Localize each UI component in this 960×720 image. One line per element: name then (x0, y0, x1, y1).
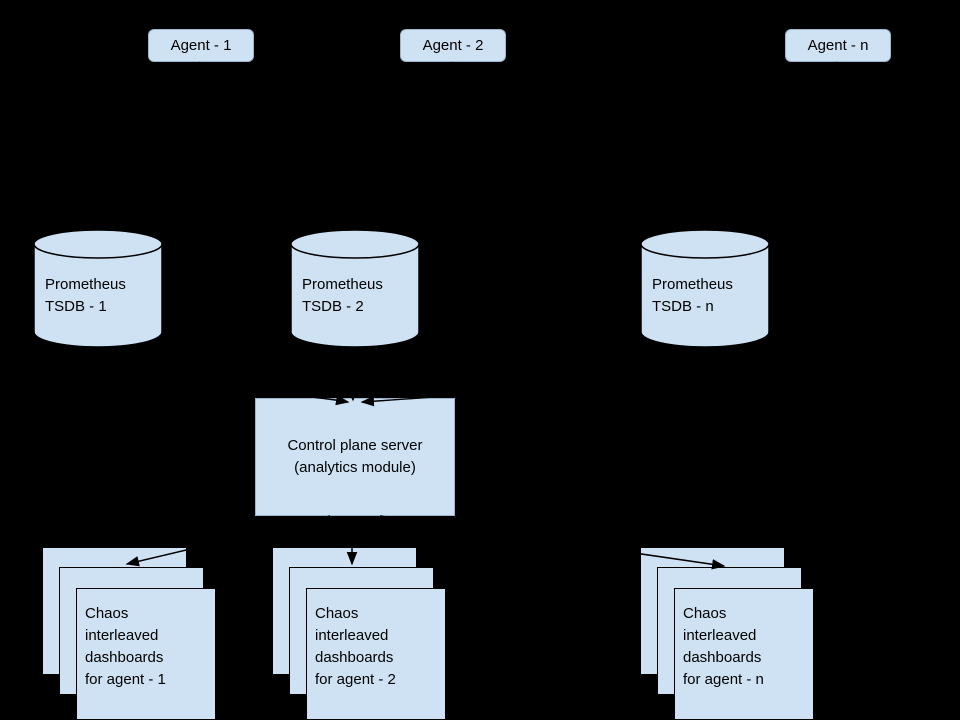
tsdb-1-label-line2: TSDB - 1 (45, 298, 107, 315)
database-cylinder-icon (640, 229, 770, 348)
tsdb-2-label-line2: TSDB - 2 (302, 298, 364, 315)
dashboards-1-line3: dashboards (85, 649, 164, 666)
dashboards-agent-2-stack: Chaos interleaved dashboards for agent -… (272, 547, 462, 720)
dashboard-sheet-front: Chaos interleaved dashboards for agent -… (306, 588, 446, 720)
dashboards-n-line3: dashboards (683, 649, 762, 666)
dashboards-n-line1: Chaos (683, 605, 727, 622)
dashboards-agent-n-stack: Chaos interleaved dashboards for agent -… (640, 547, 830, 720)
dashboard-sheet-front: Chaos interleaved dashboards for agent -… (76, 588, 216, 720)
dashboards-agent-1-stack: Chaos interleaved dashboards for agent -… (42, 547, 232, 720)
tsdb-1-node: Prometheus TSDB - 1 (33, 228, 163, 348)
tsdb-2-label: Prometheus TSDB - 2 (302, 274, 414, 318)
dashboards-2-line4: for agent - 2 (315, 671, 396, 688)
control-plane-label-line1: Control plane server (287, 437, 423, 454)
agent-n-node: Agent - n (785, 29, 891, 62)
tsdb-1-label-line1: Prometheus (45, 276, 126, 293)
tsdb-2-label-line1: Prometheus (302, 276, 383, 293)
control-plane-node: Control plane server (analytics module) (255, 398, 455, 516)
dashboards-n-line2: interleaved (683, 627, 757, 644)
dashboards-2-line1: Chaos (315, 605, 359, 622)
tsdb-n-label-line2: TSDB - n (652, 298, 714, 315)
tsdb-n-node: Prometheus TSDB - n (640, 228, 770, 348)
tsdb-1-label: Prometheus TSDB - 1 (45, 274, 157, 318)
control-plane-label-line2: (analytics module) (294, 459, 416, 476)
dashboards-2-line3: dashboards (315, 649, 394, 666)
dashboards-1-line1: Chaos (85, 605, 129, 622)
database-cylinder-icon (290, 229, 420, 348)
agent-1-label: Agent - 1 (170, 37, 232, 54)
dashboard-sheet-front: Chaos interleaved dashboards for agent -… (674, 588, 814, 720)
dashboards-1-line4: for agent - 1 (85, 671, 166, 688)
tsdb-n-label-line1: Prometheus (652, 276, 733, 293)
tsdb-n-label: Prometheus TSDB - n (652, 274, 764, 318)
dashboards-n-line4: for agent - n (683, 671, 764, 688)
tsdb-2-node: Prometheus TSDB - 2 (290, 228, 420, 348)
dashboards-2-line2: interleaved (315, 627, 389, 644)
agent-2-node: Agent - 2 (400, 29, 506, 62)
agent-1-node: Agent - 1 (148, 29, 254, 62)
agent-n-label: Agent - n (807, 37, 869, 54)
dashboards-1-line2: interleaved (85, 627, 159, 644)
database-cylinder-icon (33, 229, 163, 348)
agent-2-label: Agent - 2 (422, 37, 484, 54)
